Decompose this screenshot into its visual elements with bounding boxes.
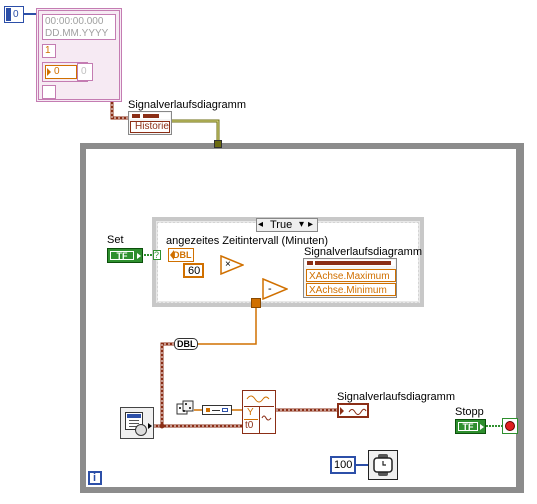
subtract-node[interactable] xyxy=(262,278,288,300)
timestamp-time: 00:00:00.000 xyxy=(45,16,104,27)
numeric-1[interactable]: 1 xyxy=(42,44,56,58)
multiply-node[interactable] xyxy=(220,255,244,275)
graph-terminal[interactable] xyxy=(337,403,369,418)
history-property-item[interactable]: Historie xyxy=(130,121,170,133)
case-prev-icon[interactable]: ◂ xyxy=(258,219,264,230)
history-node-label: Signalverlaufsdiagramm xyxy=(128,99,246,111)
cluster-constant[interactable]: 00:00:00.000 DD.MM.YYYY 1 0 0 xyxy=(36,8,122,102)
index-constant[interactable]: 0 xyxy=(4,6,24,23)
timestamp-date: DD.MM.YYYY xyxy=(45,28,109,39)
watch-icon xyxy=(373,454,393,476)
case-output-tunnel[interactable] xyxy=(251,298,261,308)
constant-60[interactable]: 60 xyxy=(183,263,204,278)
build-waveform-t0[interactable]: t0 xyxy=(245,420,254,431)
loop-iteration-terminal[interactable]: i xyxy=(88,471,102,485)
build-waveform-node[interactable]: Y t0 xyxy=(242,390,276,434)
wait-constant[interactable]: 100 xyxy=(330,456,356,474)
case-selector-value: True xyxy=(270,219,293,231)
set-label: Set xyxy=(107,234,124,246)
set-control[interactable]: TF xyxy=(107,248,143,263)
wire-reference xyxy=(172,119,220,143)
case-selector-terminal[interactable]: ? xyxy=(153,250,161,260)
reference-tunnel[interactable] xyxy=(214,140,222,148)
stop-icon xyxy=(505,421,515,431)
waveform-out-icon xyxy=(261,415,272,421)
loop-condition-stop[interactable] xyxy=(502,418,518,434)
chart-icon xyxy=(348,408,367,415)
subtract-symbol: - xyxy=(268,283,272,295)
wait-ms-node[interactable] xyxy=(368,450,398,480)
case-comment: angezeites Zeitintervall (Minuten) xyxy=(166,235,329,247)
stopp-control[interactable]: TF xyxy=(455,419,486,434)
case-dropdown-icon[interactable]: ▾ xyxy=(299,219,305,230)
build-waveform-y[interactable]: Y xyxy=(244,407,258,420)
timestamp-field[interactable]: 00:00:00.000 DD.MM.YYYY xyxy=(42,14,116,40)
wire-tunnel-dbl xyxy=(198,306,257,345)
dbl-type-constant[interactable]: DBL xyxy=(168,248,194,262)
axis-property-node[interactable]: XAchse.Maximum XAchse.Minimum xyxy=(303,258,397,298)
multiply-symbol: × xyxy=(225,259,231,270)
stopp-label: Stopp xyxy=(455,406,484,418)
case-selector[interactable]: ◂ True ▾ ▸ xyxy=(256,218,318,232)
random-number-node[interactable] xyxy=(176,400,194,418)
while-loop[interactable] xyxy=(80,143,524,493)
wire-cluster-history xyxy=(110,100,128,120)
history-property-node[interactable]: Historie xyxy=(128,111,172,135)
info-icon: i xyxy=(93,472,97,484)
clock-small-icon xyxy=(135,424,147,436)
to-dbl-node[interactable]: DBL xyxy=(174,338,198,350)
array-index[interactable]: 0 xyxy=(45,65,77,79)
axis-minimum-item[interactable]: XAchse.Minimum xyxy=(306,283,396,296)
waveform-icon xyxy=(246,395,270,403)
axis-node-label: Signalverlaufsdiagramm xyxy=(304,246,422,258)
dice-icon xyxy=(176,400,194,415)
index-value: 0 xyxy=(13,9,19,20)
axis-maximum-item[interactable]: XAchse.Maximum xyxy=(306,269,396,282)
get-date-time-node[interactable] xyxy=(120,407,154,439)
empty-element[interactable] xyxy=(42,85,56,99)
convert-node[interactable] xyxy=(202,405,232,415)
numeric-0[interactable]: 0 xyxy=(77,63,93,81)
graph-terminal-label: Signalverlaufsdiagramm xyxy=(337,391,455,403)
case-next-icon[interactable]: ▸ xyxy=(308,219,314,230)
